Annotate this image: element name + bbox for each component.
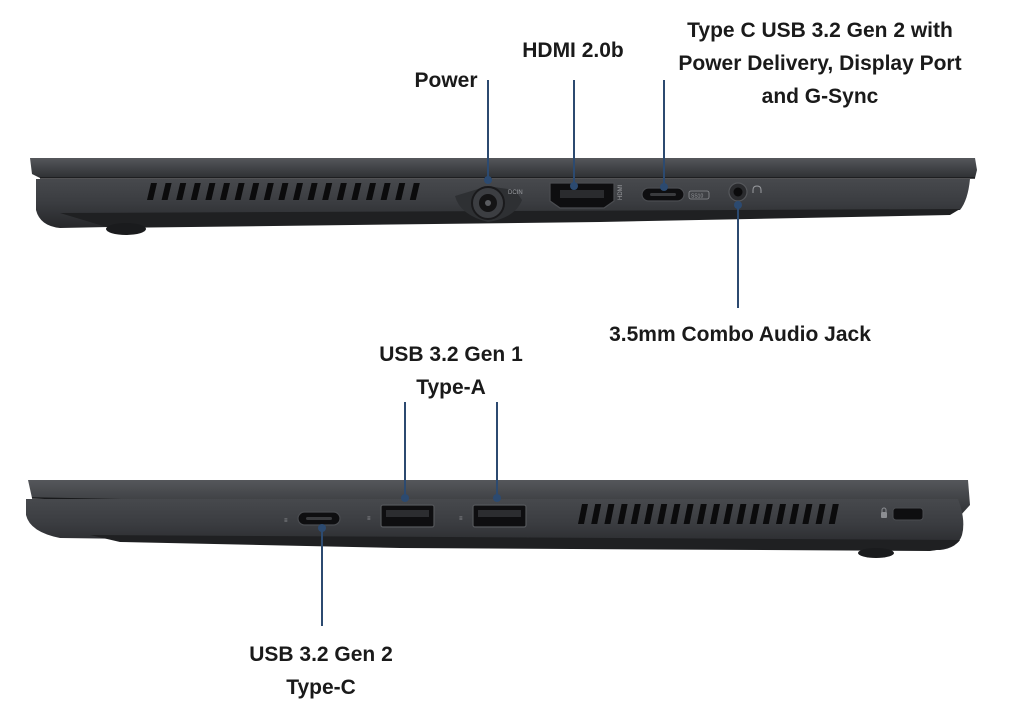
vent-slot — [617, 504, 628, 524]
vent-slot — [263, 183, 274, 200]
usb-c-pd-label-line-1: Type C USB 3.2 Gen 2 with — [687, 19, 953, 42]
hdmi-port-icon: HDMI — [549, 182, 624, 209]
vent-slot — [190, 183, 201, 200]
vent-slot — [205, 183, 216, 200]
hdmi-label-text: HDMI 2.0b — [522, 39, 624, 62]
usb-a-label-line-1: USB 3.2 Gen 1 — [379, 343, 523, 366]
usb-c-bottom-label-line-1: USB 3.2 Gen 2 — [249, 643, 393, 666]
vent-slot — [293, 183, 303, 200]
vent-slot — [736, 504, 747, 524]
vent-slot — [604, 504, 615, 524]
usb-c-bottom-label: USB 3.2 Gen 2 Type-C — [230, 638, 412, 704]
usb-a-label-line-2: Type-A — [416, 376, 486, 399]
vent-slot — [147, 183, 157, 200]
vent-slot — [749, 504, 760, 524]
laptop-right-side: ≡ ≡ ≡ — [26, 480, 970, 558]
vent-slot — [307, 183, 318, 200]
vent-slot — [802, 504, 813, 524]
vent-slot — [670, 504, 681, 524]
vent-slot — [762, 504, 773, 524]
vent-slot — [683, 504, 694, 524]
audio-leader-dot — [734, 201, 742, 209]
usb-a-leader-1 — [404, 402, 406, 498]
vent-slot — [409, 183, 420, 200]
usb-a-port-icon: ≡ — [459, 504, 527, 528]
usb-a-leader-1-dot — [401, 494, 409, 502]
left-vent-grille — [147, 183, 420, 200]
dc-in-port-text: DCIN — [508, 190, 523, 196]
vent-slot — [220, 183, 230, 200]
usb-c-bottom-leader — [321, 528, 323, 626]
vent-slot — [696, 504, 707, 524]
usb-c-port-icon: SS10 — [641, 187, 710, 202]
vent-slot — [578, 504, 588, 524]
svg-text:≡: ≡ — [459, 516, 463, 522]
usb-c-pd-label: Type C USB 3.2 Gen 2 with Power Delivery… — [664, 14, 976, 113]
vent-slot — [351, 183, 362, 200]
vent-slot — [366, 183, 376, 200]
audio-leader — [737, 204, 739, 308]
audio-label-text: 3.5mm Combo Audio Jack — [609, 323, 871, 346]
svg-text:≡: ≡ — [284, 518, 288, 524]
laptop-left-side: DCIN HDMI SS10 — [30, 158, 977, 235]
vent-slot — [657, 504, 668, 524]
vent-slot — [161, 183, 172, 200]
vent-slot — [176, 183, 187, 200]
vent-slot — [591, 504, 602, 524]
power-label: Power — [405, 64, 487, 97]
usb-c-pd-leader — [663, 80, 665, 186]
usb-c-bottom-label-line-2: Type-C — [286, 676, 356, 699]
vent-slot — [815, 504, 826, 524]
vent-slot — [630, 504, 641, 524]
audio-label: 3.5mm Combo Audio Jack — [590, 318, 890, 351]
usb-c-pd-label-line-3: and G-Sync — [761, 85, 879, 108]
usb-c-pd-label-line-2: Power Delivery, Display Port — [678, 52, 962, 75]
hdmi-label: HDMI 2.0b — [508, 34, 638, 67]
vent-slot — [644, 504, 654, 524]
hdmi-leader-dot — [570, 182, 578, 190]
usb-a-leader-2-dot — [493, 494, 501, 502]
usb-a-port-icon: ≡ — [367, 504, 435, 528]
power-leader — [487, 80, 489, 180]
svg-text:≡: ≡ — [367, 516, 371, 522]
usb-a-leader-2 — [496, 402, 498, 498]
vent-slot — [776, 504, 786, 524]
usb-a-label: USB 3.2 Gen 1 Type-A — [356, 338, 546, 404]
vent-slot — [789, 504, 800, 524]
hdmi-leader — [573, 80, 575, 186]
kensington-lock-icon — [881, 507, 924, 521]
vent-slot — [249, 183, 260, 200]
vent-slot — [395, 183, 406, 200]
vent-slot — [380, 183, 391, 200]
vent-slot — [234, 183, 245, 200]
vent-slot — [322, 183, 333, 200]
usb-c-pd-leader-dot — [660, 183, 668, 191]
usb-c-port-text: SS10 — [691, 194, 703, 200]
vent-slot — [723, 504, 734, 524]
right-vent-grille — [578, 504, 839, 524]
power-leader-dot — [484, 176, 492, 184]
hdmi-port-text: HDMI — [618, 184, 624, 200]
left-side-lid — [30, 158, 977, 178]
power-label-text: Power — [414, 69, 478, 92]
vent-slot — [828, 504, 839, 524]
vent-slot — [278, 183, 289, 200]
dc-in-port-icon: DCIN — [455, 186, 523, 222]
vent-slot — [710, 504, 720, 524]
vent-slot — [336, 183, 347, 200]
